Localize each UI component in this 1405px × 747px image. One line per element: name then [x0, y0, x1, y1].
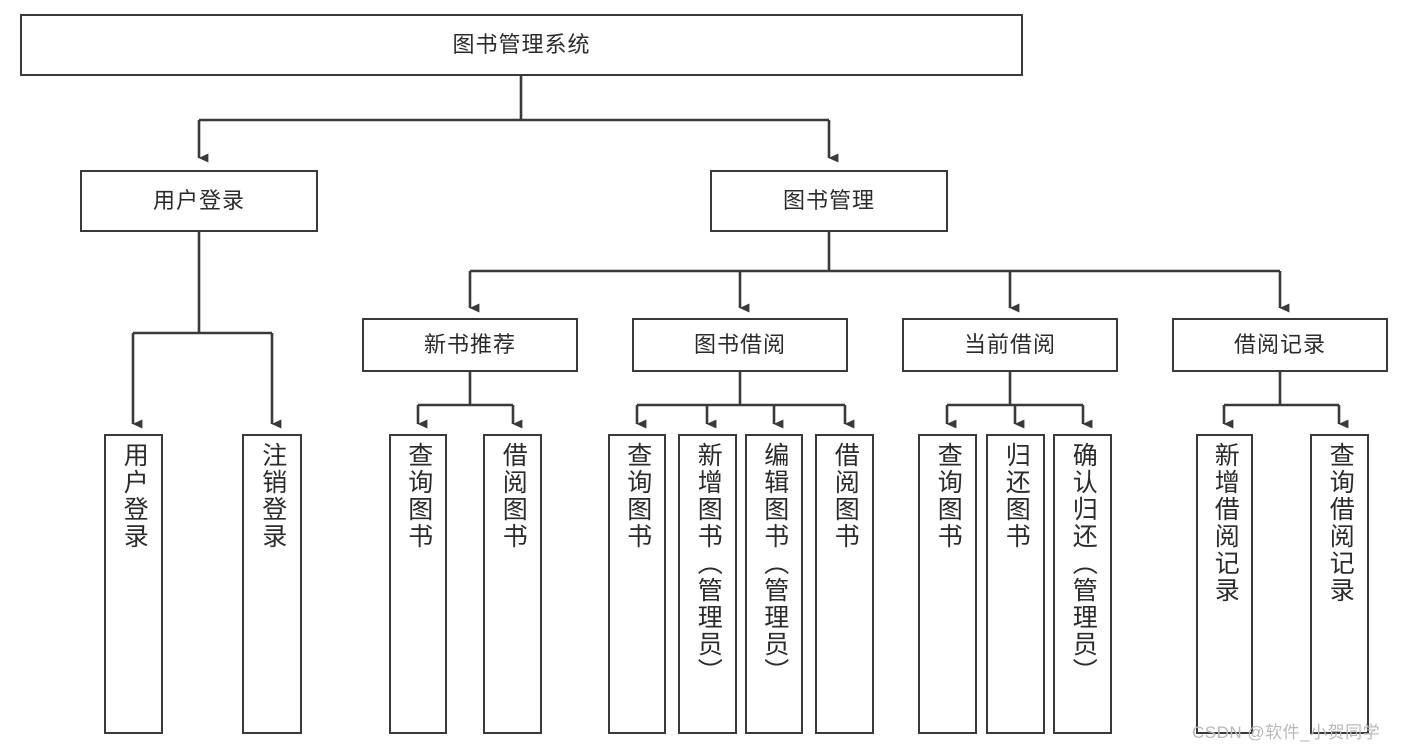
- node-leaf-user-login-label: 用户登录: [120, 442, 149, 550]
- node-borrow-record-label: 借阅记录: [1233, 332, 1326, 358]
- node-current-borrow[interactable]: 当前借阅: [902, 318, 1118, 372]
- node-leaf-add-book-admin-label: 新增图书（管理员）: [694, 442, 723, 685]
- node-book-borrow-label: 图书借阅: [693, 332, 786, 358]
- node-new-book-recommend-label: 新书推荐: [423, 332, 516, 358]
- node-leaf-edit-book-admin[interactable]: 编辑图书（管理员）: [745, 434, 803, 734]
- node-leaf-borrow-book-1[interactable]: 借阅图书: [483, 434, 542, 734]
- node-leaf-query-book-2[interactable]: 查询图书: [608, 434, 666, 734]
- node-leaf-query-book-2-label: 查询图书: [623, 442, 652, 550]
- node-book-manage[interactable]: 图书管理: [710, 170, 948, 232]
- csdn-watermark: CSDN @软件_小贺同学: [1192, 723, 1381, 742]
- node-leaf-borrow-book-2[interactable]: 借阅图书: [815, 434, 874, 734]
- node-leaf-user-logout[interactable]: 注销登录: [242, 434, 302, 734]
- node-leaf-confirm-return-admin-label: 确认归还（管理员）: [1069, 442, 1098, 685]
- node-leaf-borrow-book-1-label: 借阅图书: [499, 442, 528, 550]
- node-leaf-query-borrow-record[interactable]: 查询借阅记录: [1310, 434, 1369, 734]
- node-user-login[interactable]: 用户登录: [80, 170, 318, 232]
- node-leaf-query-book-1[interactable]: 查询图书: [389, 434, 447, 734]
- node-leaf-user-login[interactable]: 用户登录: [104, 434, 163, 734]
- node-book-borrow[interactable]: 图书借阅: [632, 318, 848, 372]
- node-leaf-return-book[interactable]: 归还图书: [986, 434, 1045, 734]
- node-leaf-query-book-1-label: 查询图书: [404, 442, 433, 550]
- node-leaf-borrow-book-2-label: 借阅图书: [831, 442, 860, 550]
- node-leaf-add-book-admin[interactable]: 新增图书（管理员）: [678, 434, 737, 734]
- node-leaf-edit-book-admin-label: 编辑图书（管理员）: [760, 442, 789, 685]
- node-book-manage-label: 图书管理: [782, 188, 875, 214]
- node-leaf-user-logout-label: 注销登录: [258, 442, 287, 550]
- node-root-label: 图书管理系统: [452, 32, 591, 58]
- node-leaf-add-borrow-record-label: 新增借阅记录: [1211, 442, 1240, 604]
- node-leaf-confirm-return-admin[interactable]: 确认归还（管理员）: [1053, 434, 1112, 734]
- node-leaf-add-borrow-record[interactable]: 新增借阅记录: [1196, 434, 1253, 734]
- node-leaf-return-book-label: 归还图书: [1002, 442, 1031, 550]
- node-new-book-recommend[interactable]: 新书推荐: [362, 318, 578, 372]
- node-user-login-label: 用户登录: [152, 188, 245, 214]
- node-borrow-record[interactable]: 借阅记录: [1172, 318, 1388, 372]
- node-current-borrow-label: 当前借阅: [963, 332, 1056, 358]
- node-leaf-query-borrow-record-label: 查询借阅记录: [1326, 442, 1355, 604]
- node-root[interactable]: 图书管理系统: [20, 14, 1023, 76]
- node-leaf-query-book-3[interactable]: 查询图书: [918, 434, 977, 734]
- node-leaf-query-book-3-label: 查询图书: [934, 442, 963, 550]
